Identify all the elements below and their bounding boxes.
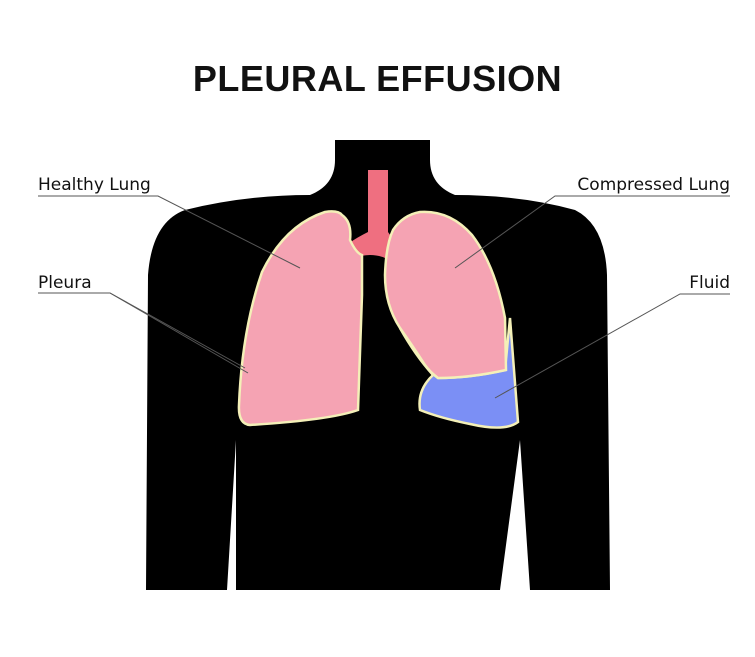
healthy-lung <box>237 210 364 427</box>
label-healthy-lung: Healthy Lung <box>38 175 151 195</box>
label-compressed-lung: Compressed Lung <box>577 175 730 195</box>
page-title: PLEURAL EFFUSION <box>192 58 563 99</box>
leader-healthy-lung <box>38 195 301 269</box>
leader-lines <box>38 195 730 399</box>
label-pleura: Pleura <box>38 273 92 293</box>
leader-compressed-lung <box>454 195 730 269</box>
torso-silhouette <box>146 140 610 590</box>
trachea <box>340 170 400 258</box>
label-fluid: Fluid <box>689 273 730 293</box>
leader-fluid <box>494 293 730 399</box>
leader-pleura-lower <box>109 292 249 374</box>
